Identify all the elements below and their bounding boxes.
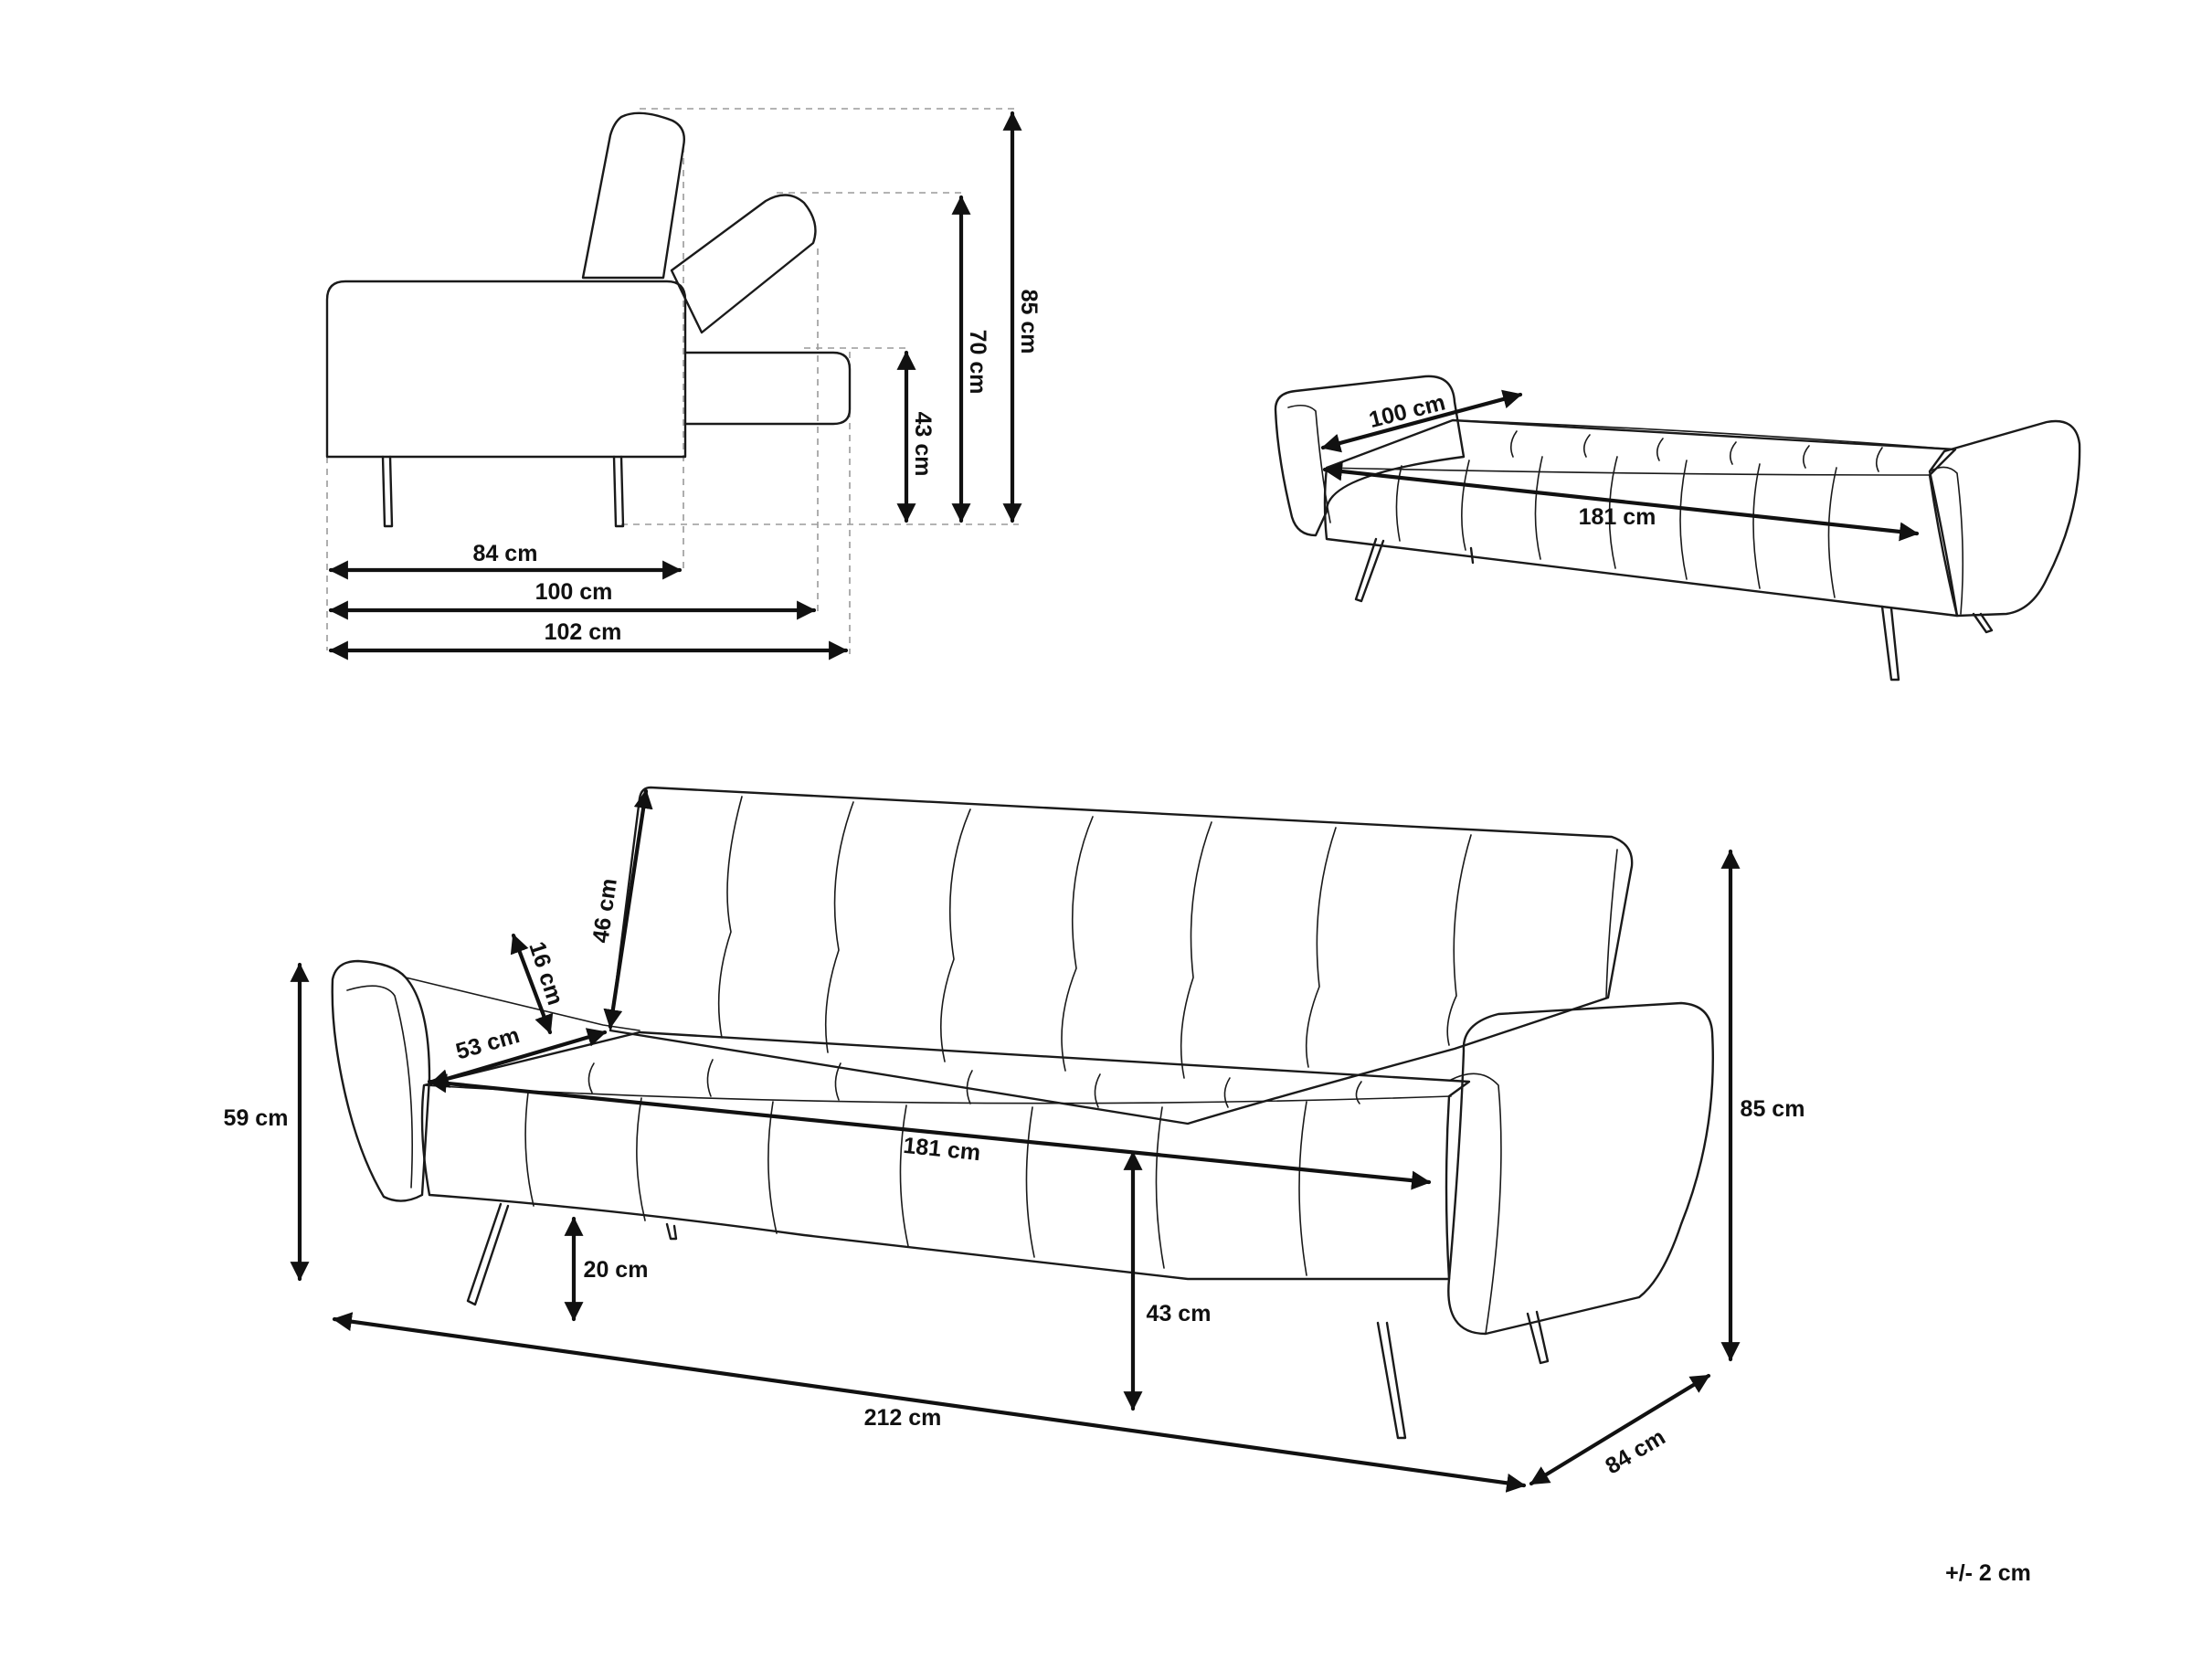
label-front-total-width: 212 cm [864, 1405, 942, 1431]
label-bed-length: 181 cm [1579, 504, 1656, 530]
front-backrest-tufting [717, 796, 1472, 1079]
side-leg-front [381, 455, 394, 528]
bed-arm-right [1928, 419, 2081, 618]
front-arm-left [331, 959, 431, 1202]
side-view-guides [326, 108, 1019, 654]
bed-view: 100 cm 181 cm [1274, 375, 2081, 682]
front-seat-tufting [524, 1059, 1362, 1276]
tolerance-note: +/- 2 cm [1945, 1560, 2031, 1586]
label-front-arm-height: 59 cm [224, 1105, 289, 1131]
dim-front-total-depth [1529, 1373, 1711, 1486]
side-bed-extension [683, 351, 852, 426]
dim-bed-length [1322, 461, 1920, 542]
dim-front-seat-width [427, 1073, 1432, 1190]
label-side-height-total: 85 cm [1016, 290, 1042, 354]
label-side-depth-reclined: 100 cm [535, 579, 613, 605]
dim-bed-width [1320, 389, 1523, 453]
front-backrest [609, 786, 1634, 1125]
label-front-total-height: 85 cm [1741, 1096, 1805, 1122]
label-side-depth-seat: 84 cm [473, 541, 538, 566]
front-view: 46 cm 16 cm 53 cm 181 cm 59 cm 20 cm 43 … [224, 786, 1805, 1493]
front-seat [420, 1030, 1471, 1281]
front-leg-left-back [665, 1222, 678, 1241]
front-leg-left-front [466, 1202, 510, 1306]
label-side-height-reclined: 70 cm [965, 330, 990, 395]
side-leg-back [612, 455, 625, 528]
label-side-height-bed: 43 cm [910, 412, 936, 477]
bed-leg-left-front [1354, 537, 1385, 603]
dim-front-total-width [332, 1312, 1527, 1493]
side-backrest-reclined [670, 194, 817, 334]
label-front-armrest-height: 16 cm [524, 938, 568, 1008]
label-front-total-depth: 84 cm [1601, 1424, 1669, 1480]
side-view: 85 cm 70 cm 43 cm 84 cm 100 cm 102 cm [325, 108, 1042, 660]
dim-front-back-height [603, 788, 653, 1030]
label-side-depth-bed: 102 cm [545, 619, 622, 645]
bed-leg-left-back [1469, 546, 1475, 565]
label-front-leg-clearance: 20 cm [584, 1257, 649, 1283]
front-leg-right-back [1526, 1310, 1550, 1365]
bed-leg-right-front [1880, 605, 1900, 682]
label-front-seat-height: 43 cm [1147, 1301, 1212, 1326]
side-backrest-upright [581, 111, 685, 280]
front-leg-right-front [1376, 1321, 1407, 1440]
dim-front-armrest-height [510, 933, 554, 1035]
front-arm-right [1447, 1001, 1714, 1336]
bed-leg-right-back [1972, 612, 1994, 634]
label-front-back-height: 46 cm [587, 877, 622, 945]
side-sofa-body [325, 280, 687, 459]
